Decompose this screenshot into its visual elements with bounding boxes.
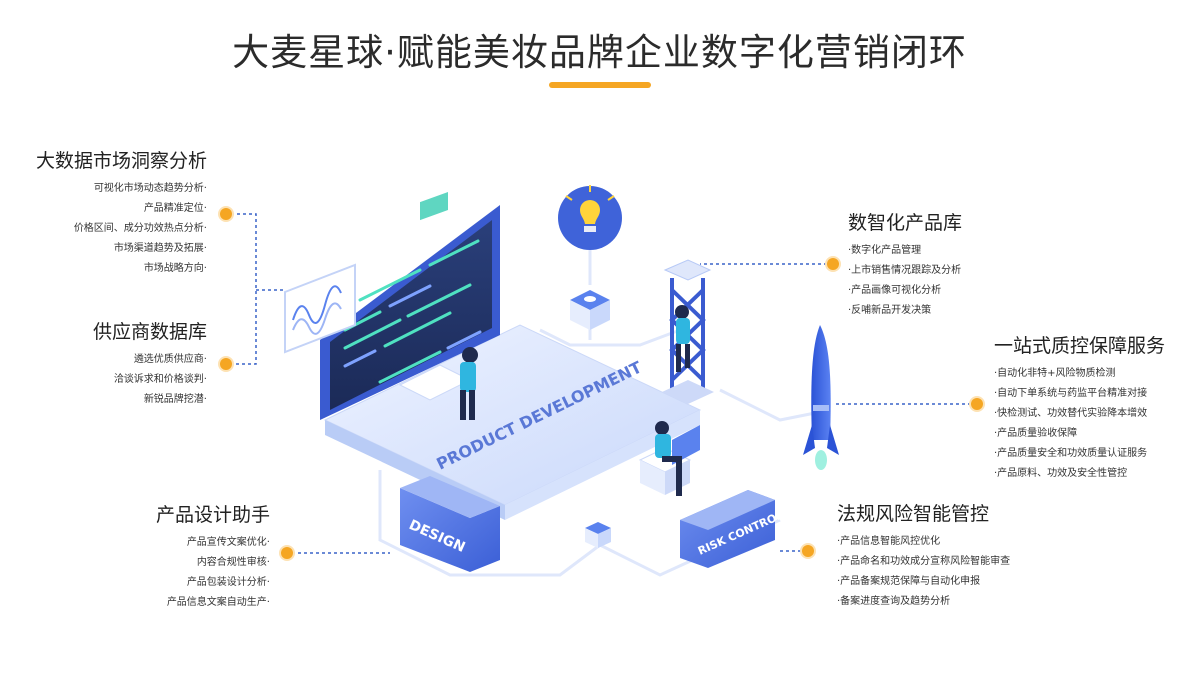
marker-dot-product-lib bbox=[827, 258, 839, 270]
title-underline bbox=[549, 82, 651, 88]
list-item: 遴选优质供应商· bbox=[133, 354, 207, 365]
section-title: 法规风险智能管控 bbox=[837, 503, 990, 525]
list-item: 可视化市场动态趋势分析· bbox=[93, 183, 207, 194]
section-big-data: 大数据市场洞察分析 可视化市场动态趋势分析· 产品精准定位· 价格区间、成分功效… bbox=[36, 146, 207, 279]
section-title: 一站式质控保障服务 bbox=[994, 335, 1166, 357]
person-at-monitor bbox=[398, 191, 478, 420]
list-item: ·快检测试、功效替代实验降本增效 bbox=[994, 408, 1148, 419]
rocket bbox=[803, 325, 839, 470]
list-item: ·产品质量安全和功效质量认证服务 bbox=[994, 448, 1148, 459]
list-item: 新锐品牌挖潜· bbox=[143, 394, 207, 405]
list-item: ·自动下单系统与药监平台精准对接 bbox=[994, 388, 1148, 399]
page-title: 大麦星球·赋能美妆品牌企业数字化营销闭环 bbox=[232, 31, 967, 74]
list-item: ·产品命名和功效成分宣称风险智能审查 bbox=[837, 556, 1011, 567]
list-item: ·产品备案规范保障与自动化申报 bbox=[837, 576, 981, 587]
marker-dot-regulation bbox=[802, 545, 814, 557]
list-item: 产品信息文案自动生产· bbox=[166, 597, 270, 608]
tower bbox=[662, 259, 714, 404]
list-item: ·产品原料、功效及安全性管控 bbox=[994, 468, 1128, 479]
marker-dot-big-data bbox=[220, 208, 232, 220]
list-item: 产品包装设计分析· bbox=[186, 577, 270, 588]
person-with-laptop bbox=[638, 421, 700, 496]
connector-lines bbox=[231, 213, 977, 554]
list-item: ·上市销售情况跟踪及分析 bbox=[848, 265, 962, 276]
list-item: 产品宣传文案优化· bbox=[186, 537, 270, 548]
section-title: 数智化产品库 bbox=[848, 212, 963, 234]
section-supplier: 供应商数据库 遴选优质供应商· 洽谈诉求和价格谈判· 新锐品牌挖潜· bbox=[93, 317, 207, 410]
risk-control-block: RISK CONTROL bbox=[680, 490, 785, 568]
list-item: ·备案进度查询及趋势分析 bbox=[837, 596, 951, 607]
section-quality: 一站式质控保障服务 ·自动化非特+风险物质检测 ·自动下单系统与药监平台精准对接… bbox=[994, 331, 1165, 484]
marker-dot-design bbox=[281, 547, 293, 559]
list-item: ·数字化产品管理 bbox=[848, 245, 922, 256]
section-title: 大数据市场洞察分析 bbox=[35, 150, 207, 172]
marker-dot-quality bbox=[971, 398, 983, 410]
marker-dot-supplier bbox=[220, 358, 232, 370]
list-item: ·产品质量验收保障 bbox=[994, 428, 1078, 439]
list-item: 价格区间、成分功效热点分析· bbox=[73, 223, 207, 234]
list-item: ·产品画像可视化分析 bbox=[848, 285, 942, 296]
small-cube bbox=[585, 522, 611, 548]
design-block: DESIGN bbox=[400, 476, 500, 572]
monitor bbox=[320, 205, 500, 420]
list-item: 内容合规性审核· bbox=[196, 557, 270, 568]
list-item: 洽谈诉求和价格谈判· bbox=[113, 374, 207, 385]
list-item: 市场渠道趋势及拓展· bbox=[113, 243, 207, 254]
section-design: 产品设计助手 产品宣传文案优化· 内容合规性审核· 产品包装设计分析· 产品信息… bbox=[156, 500, 270, 613]
list-item: ·反哺新品开发决策 bbox=[848, 305, 932, 316]
section-title: 供应商数据库 bbox=[92, 321, 207, 343]
data-cube bbox=[570, 290, 610, 330]
chart-card bbox=[284, 263, 356, 354]
list-item: 市场战略方向· bbox=[143, 263, 207, 274]
lightbulb-icon bbox=[558, 185, 622, 285]
section-product-lib: 数智化产品库 ·数字化产品管理 ·上市销售情况跟踪及分析 ·产品画像可视化分析 … bbox=[848, 208, 962, 321]
list-item: ·自动化非特+风险物质检测 bbox=[994, 368, 1116, 379]
list-item: 产品精准定位· bbox=[143, 203, 207, 214]
section-title: 产品设计助手 bbox=[155, 504, 270, 526]
list-item: ·产品信息智能风控优化 bbox=[837, 536, 941, 547]
section-regulation: 法规风险智能管控 ·产品信息智能风控优化 ·产品命名和功效成分宣称风险智能审查 … bbox=[837, 499, 1010, 612]
